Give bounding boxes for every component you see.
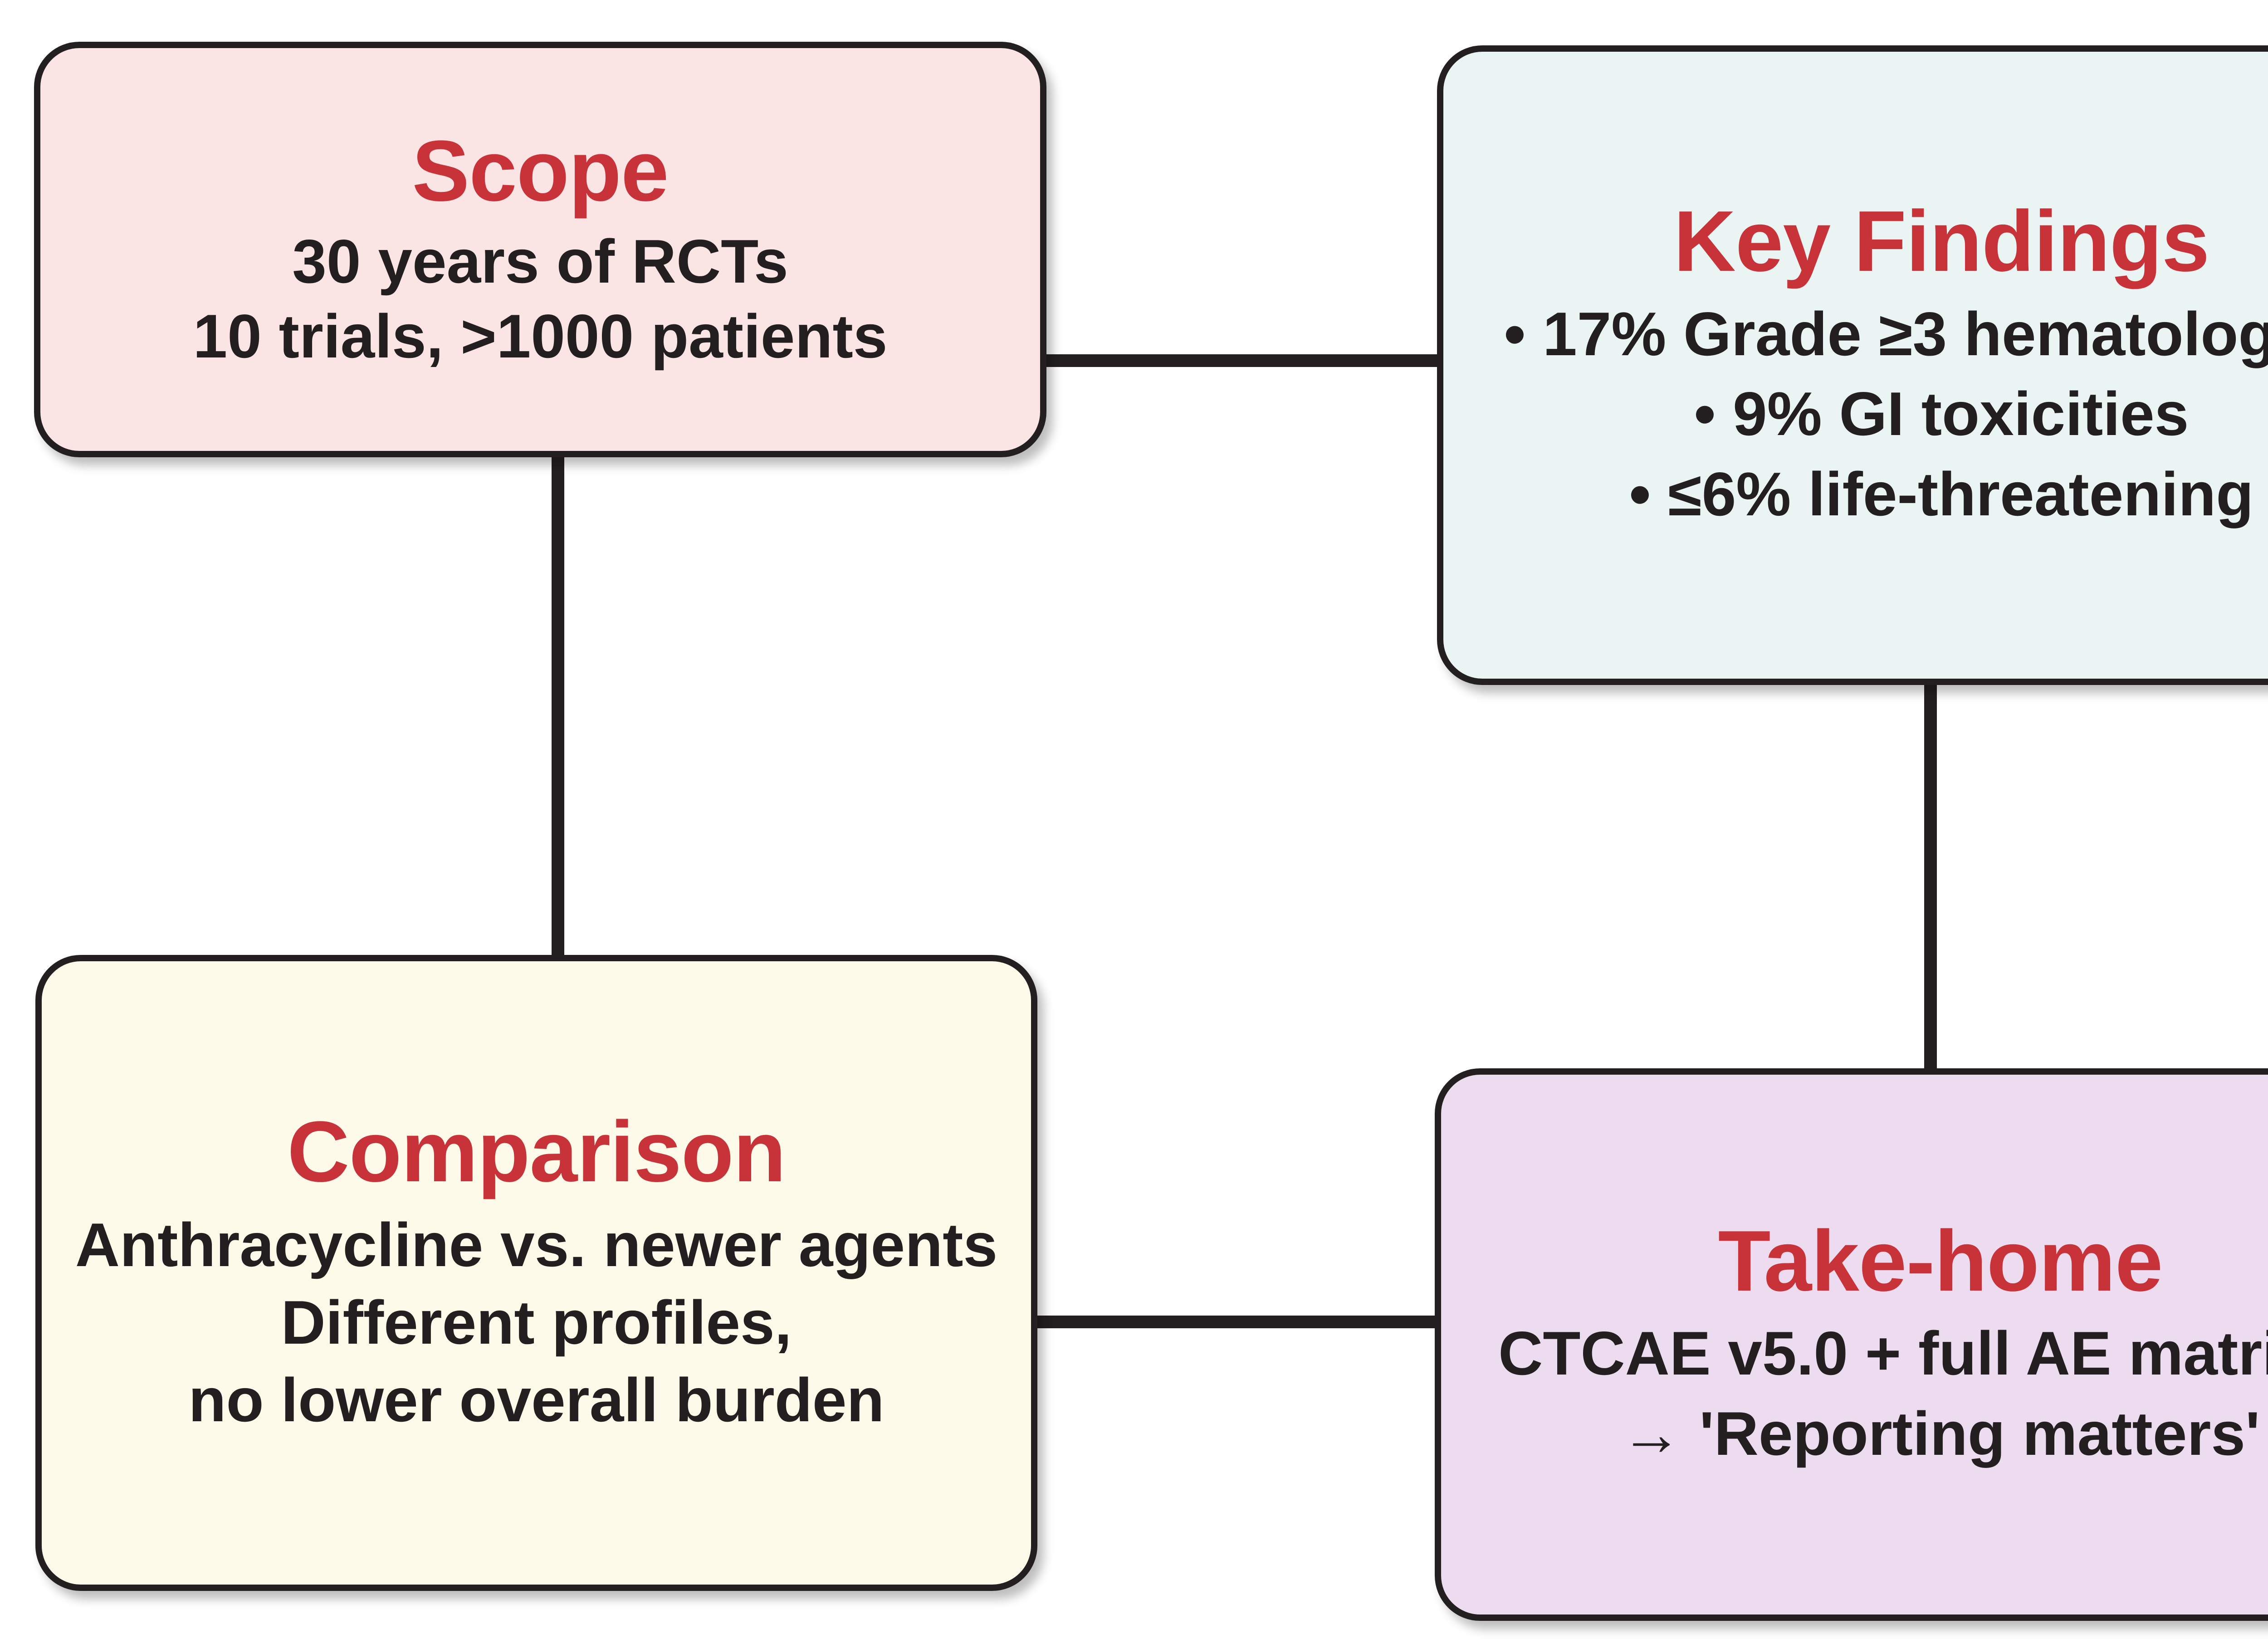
node-key-findings-title: Key Findings (1673, 193, 2210, 290)
connector-scope-to-comparison (552, 452, 564, 959)
node-take-home-body: CTCAE v5.0 + full AE matrices → 'Reporti… (1457, 1313, 2268, 1474)
node-key-findings-body: • 17% Grade ≥3 hematological • 9% GI tox… (1459, 294, 2268, 534)
node-scope[interactable]: Scope 30 years of RCTs 10 trials, >1000 … (34, 42, 1046, 457)
node-key-findings-bullet-2: • 9% GI toxicities (1694, 379, 2189, 449)
node-key-findings-bullet-3: • ≤6% life-threatening (1629, 460, 2254, 529)
node-key-findings[interactable]: Key Findings • 17% Grade ≥3 hematologica… (1437, 45, 2268, 685)
connector-scope-to-key-findings (1041, 354, 1441, 367)
node-key-findings-bullet-1: • 17% Grade ≥3 hematological (1504, 299, 2268, 368)
node-comparison[interactable]: Comparison Anthracycline vs. newer agent… (35, 955, 1037, 1591)
node-take-home-line-2: → 'Reporting matters' (1620, 1399, 2260, 1468)
node-comparison-line-1: Anthracycline vs. newer agents (75, 1210, 998, 1279)
node-comparison-title: Comparison (287, 1104, 786, 1200)
node-comparison-line-3: no lower overall burden (188, 1365, 885, 1435)
node-scope-title: Scope (412, 122, 669, 219)
node-scope-line-1: 30 years of RCTs (292, 227, 788, 296)
node-take-home[interactable]: Take-home CTCAE v5.0 + full AE matrices … (1435, 1068, 2268, 1621)
connector-comparison-to-take-home (1033, 1316, 1438, 1328)
node-scope-line-2: 10 trials, >1000 patients (193, 301, 888, 371)
node-take-home-line-1: CTCAE v5.0 + full AE matrices (1498, 1318, 2268, 1388)
node-take-home-title: Take-home (1718, 1213, 2163, 1309)
node-comparison-body: Anthracycline vs. newer agents Different… (57, 1206, 1016, 1439)
node-scope-body: 30 years of RCTs 10 trials, >1000 patien… (56, 224, 1025, 373)
node-comparison-line-2: Different profiles, (281, 1288, 792, 1357)
connector-key-findings-to-take-home (1924, 679, 1937, 1072)
